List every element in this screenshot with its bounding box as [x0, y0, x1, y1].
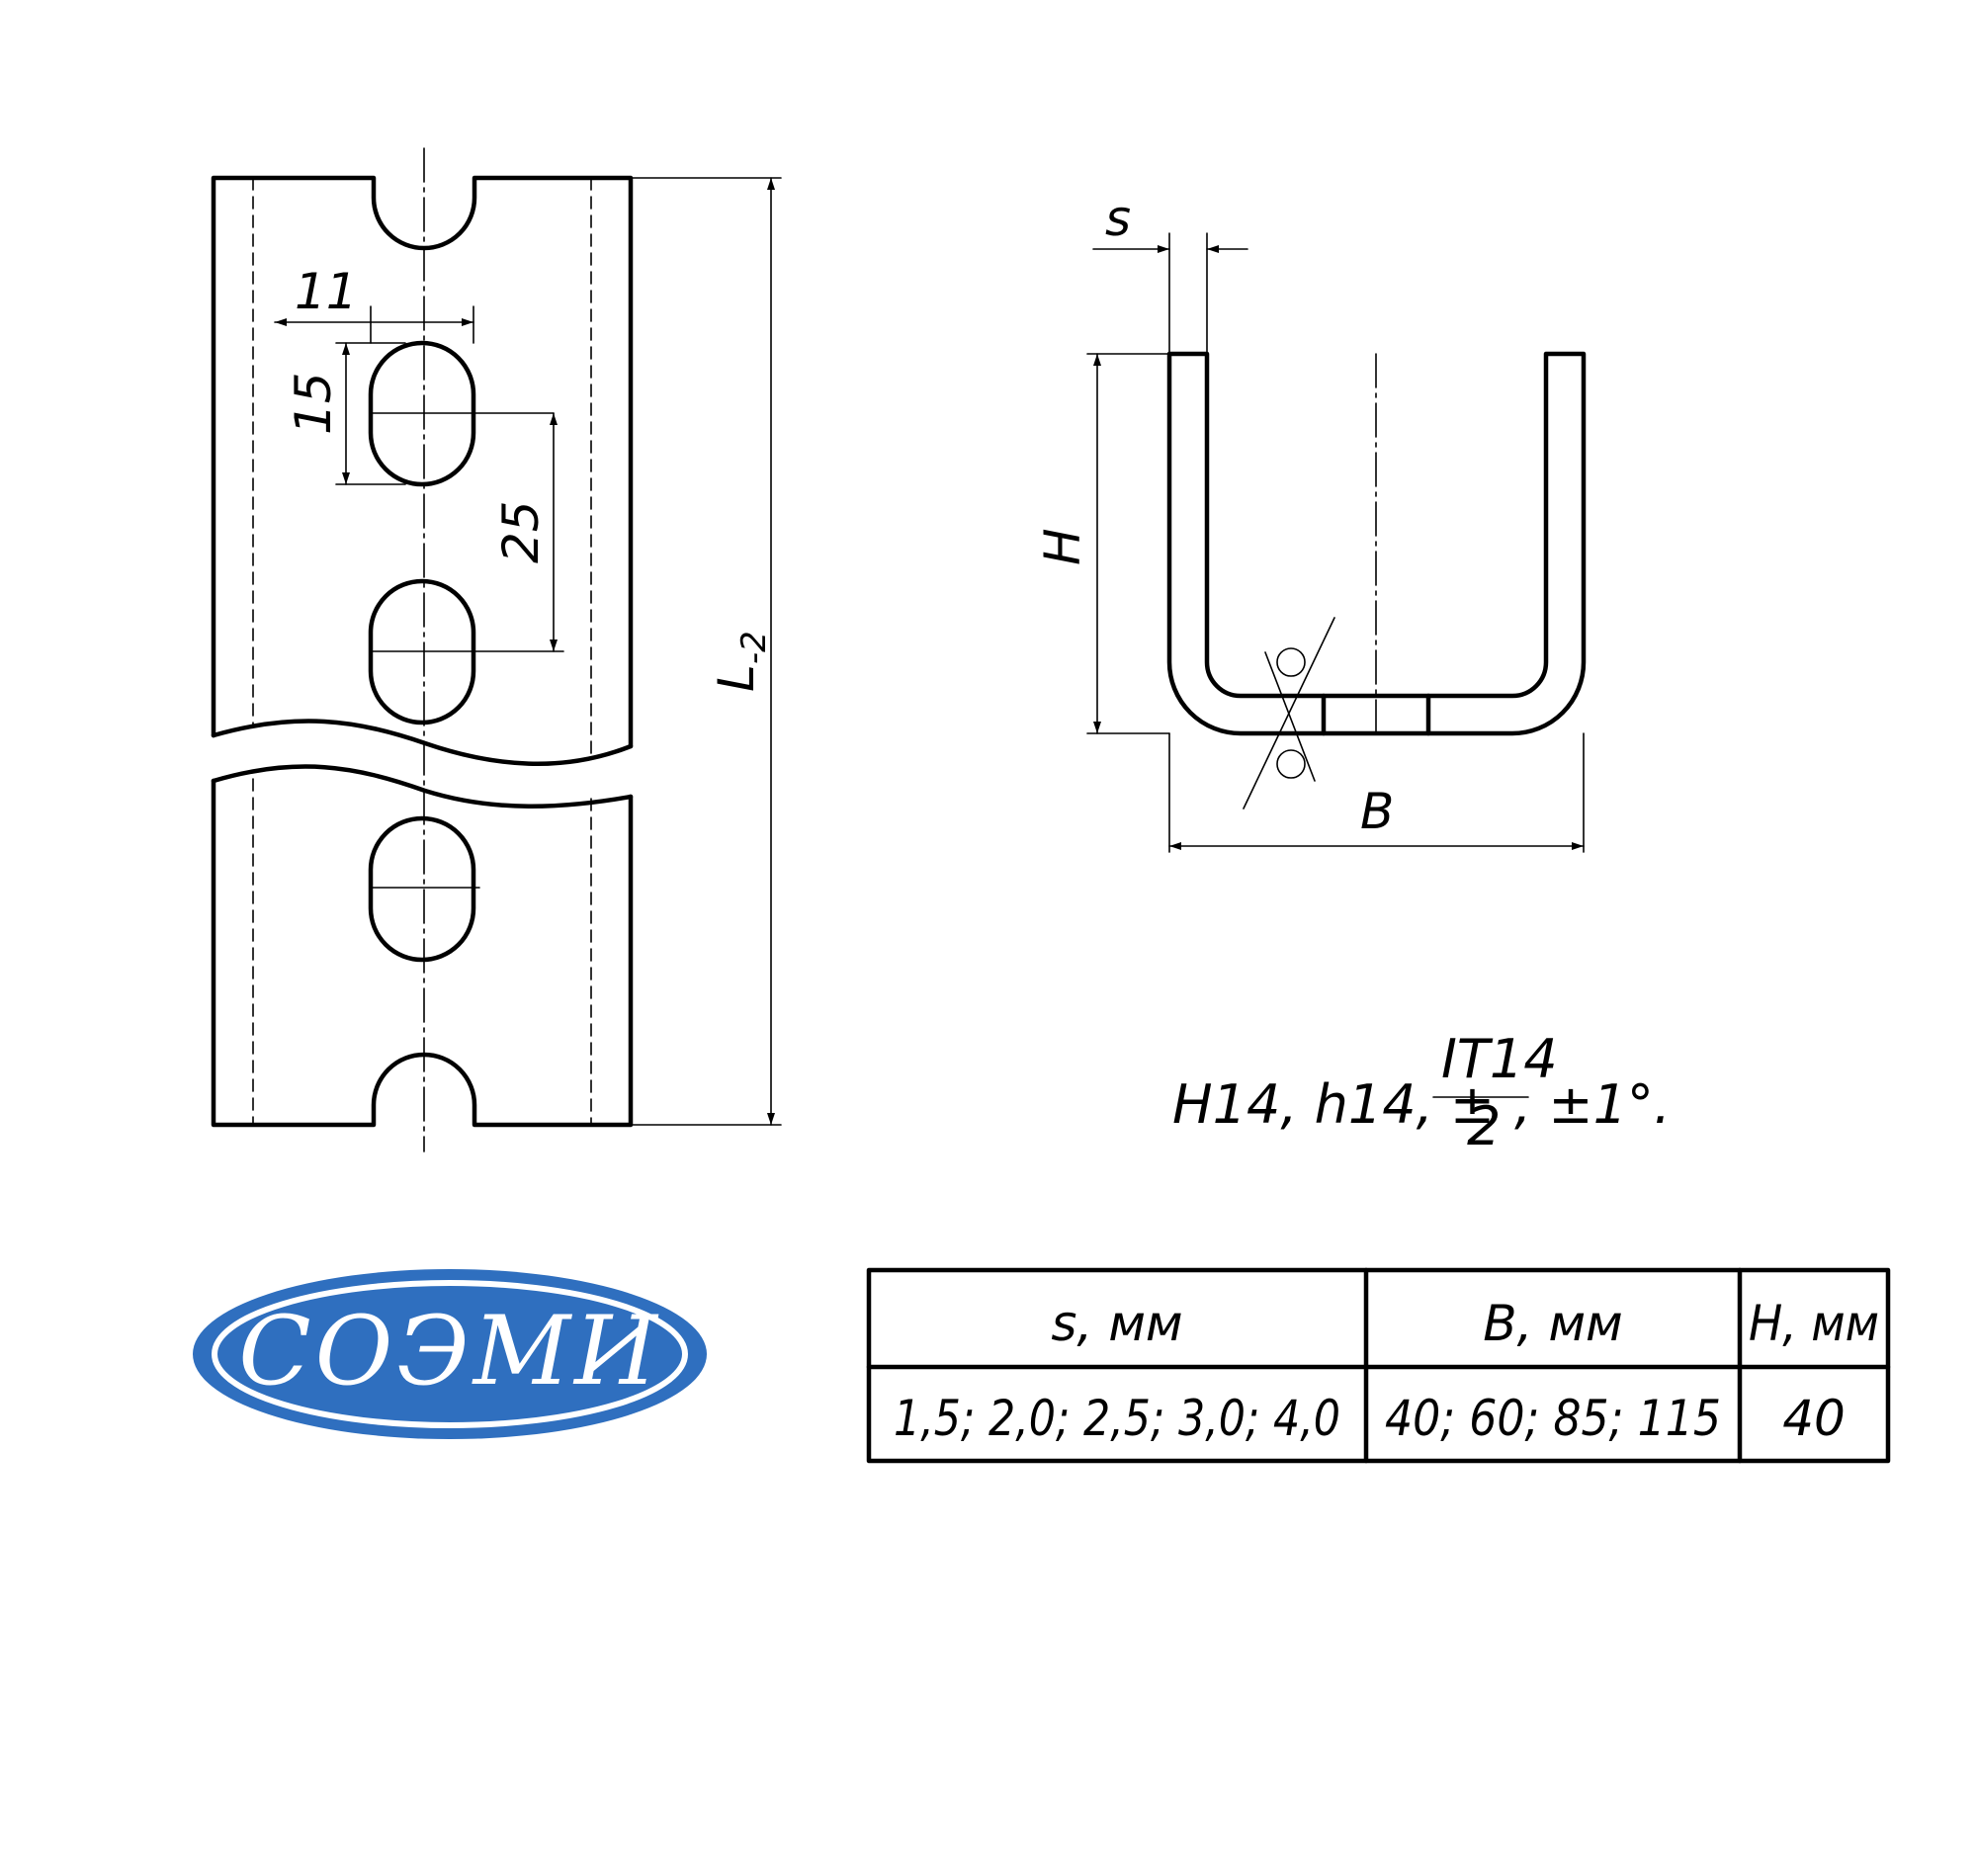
break-line-lower	[211, 764, 634, 809]
dim-15-label: 15	[285, 372, 342, 435]
strip-lower-outline	[211, 778, 634, 1128]
parameters-table: s, мм B, мм H, мм 1,5; 2,0; 2,5; 3,0; 4,…	[866, 1267, 1891, 1464]
logo-text: СОЭМИ	[238, 1296, 661, 1407]
weld-leader-2	[1264, 651, 1316, 782]
logo-outer-ellipse	[193, 1269, 707, 1439]
table-header-h: H, мм	[1749, 1295, 1879, 1352]
soemi-logo: СОЭМИ	[193, 1269, 707, 1439]
dim-L-label: L-2	[708, 631, 774, 692]
tolerance-denominator: 2	[1467, 1095, 1501, 1157]
logo-white-ring	[212, 1280, 688, 1428]
dim-H-label: H	[1034, 528, 1091, 565]
strip-view: 11 15 25 L-2	[211, 147, 782, 1152]
table-value-h: 40	[1782, 1390, 1846, 1447]
table-value-s: 1,5; 2,0; 2,5; 3,0; 4,0	[894, 1390, 1340, 1447]
table-value-b: 40; 60; 85; 115	[1385, 1390, 1721, 1447]
strip-upper-outline	[211, 175, 634, 749]
slot-hole-3	[368, 815, 476, 963]
dim-11-label: 11	[295, 263, 358, 320]
weld-symbol-top	[1276, 647, 1306, 677]
break-line-upper	[211, 719, 634, 767]
profile-view: s H B	[1034, 190, 1587, 853]
tolerance-numerator: IT14	[1441, 1028, 1558, 1090]
tolerance-prefix: H14, h14, ±	[1172, 1073, 1495, 1136]
tolerance-suffix: , ±1°.	[1514, 1073, 1671, 1136]
dim-B-label: B	[1360, 783, 1394, 840]
dim-s-label: s	[1105, 190, 1131, 247]
tolerance-note: H14, h14, ± IT14 2 , ±1°.	[1172, 1028, 1671, 1157]
table-header-b: B, мм	[1483, 1295, 1623, 1352]
dim-L-subscript: -2	[734, 631, 774, 664]
dim-25-label: 25	[492, 500, 550, 563]
weld-symbol-bottom	[1276, 749, 1306, 779]
dim-L-letter: L	[708, 664, 765, 692]
table-header-s: s, мм	[1051, 1295, 1182, 1352]
channel-profile-outline	[1166, 351, 1587, 736]
